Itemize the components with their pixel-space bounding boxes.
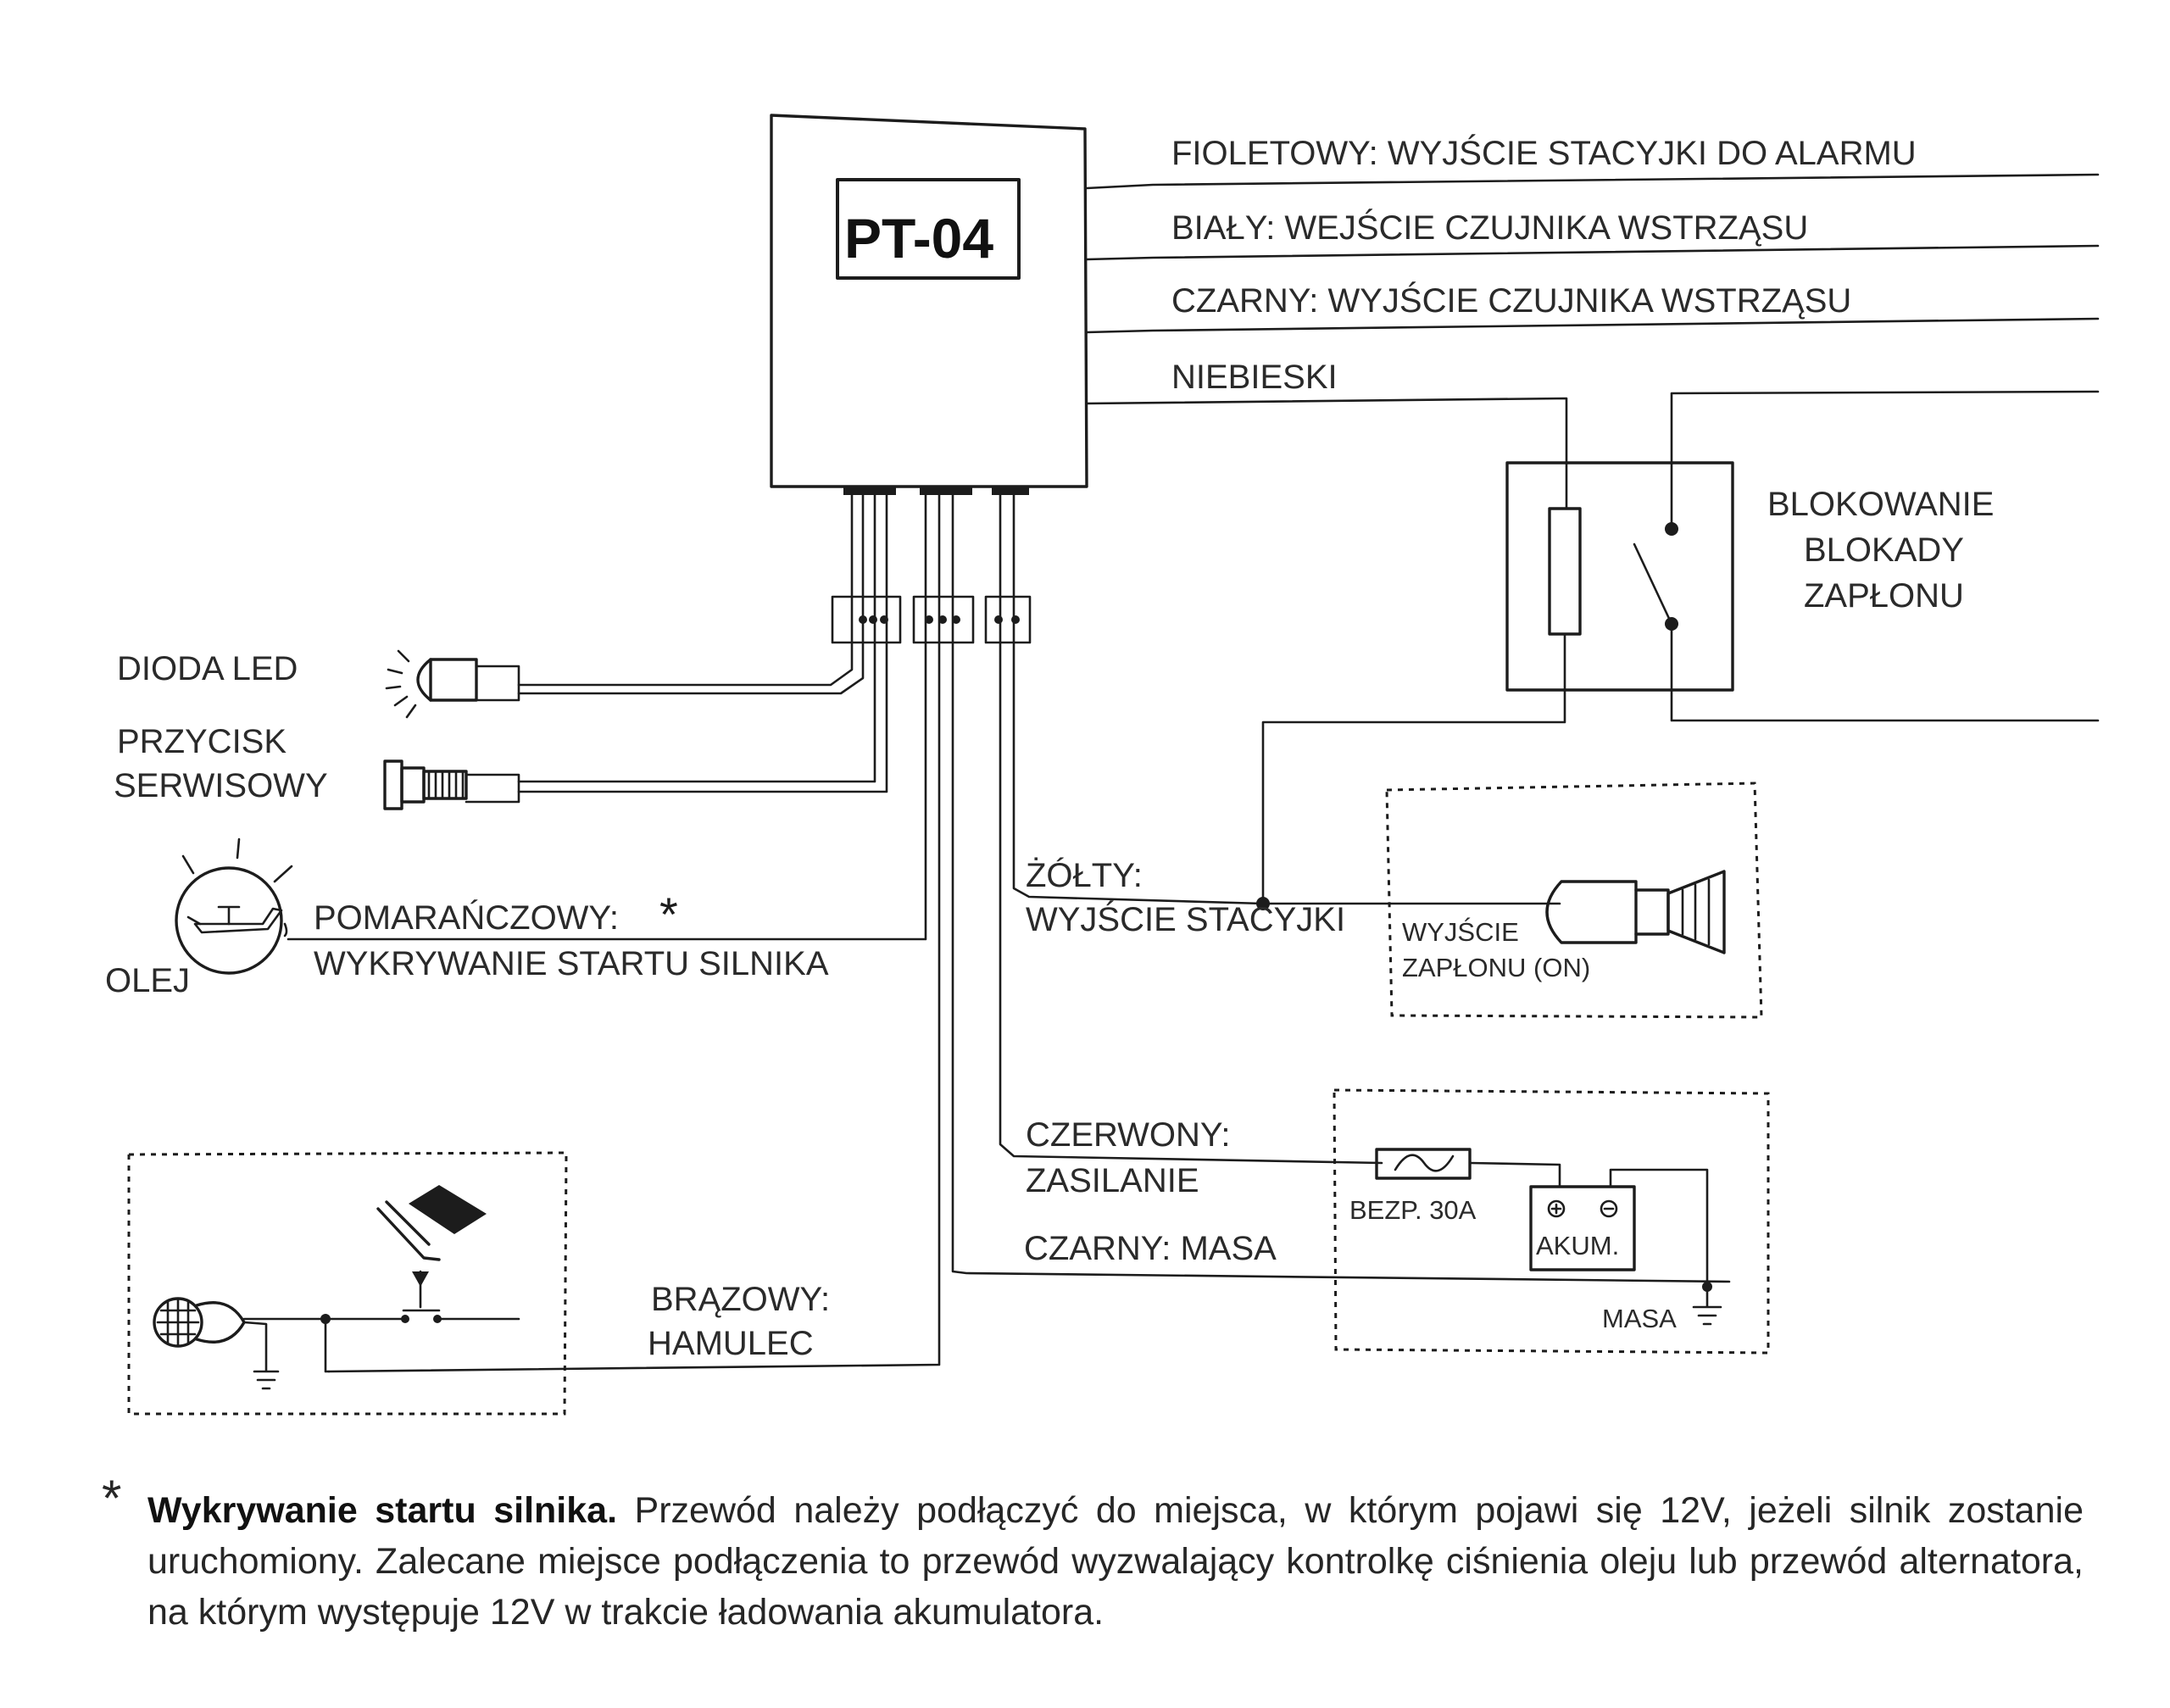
right-wires: FIOLETOWY: WYJŚCIE STACYJKI DO ALARMU BI… bbox=[1085, 133, 2100, 510]
led-icon bbox=[385, 649, 520, 719]
orange-wire-label-1: POMARAŃCZOWY: bbox=[314, 899, 619, 937]
footnote-title: Wykrywanie startu silnika. bbox=[147, 1490, 635, 1531]
battery-label: AKUM. bbox=[1536, 1231, 1619, 1260]
ignition-label-1: WYJŚCIE bbox=[1402, 916, 1519, 947]
ignition-label-2: ZAPŁONU (ON) bbox=[1402, 953, 1590, 982]
orange-wire-label-2: WYKRYWANIE STARTU SILNIKA bbox=[314, 945, 829, 982]
label-led: DIODA LED bbox=[117, 650, 298, 687]
label-button-1: PRZYCISK bbox=[117, 723, 287, 760]
red-wire-label-1: CZERWONY: bbox=[1026, 1116, 1231, 1154]
yellow-wire-label-2: WYJŚCIE STACYJKI bbox=[1026, 899, 1345, 938]
cable-bundle bbox=[287, 493, 1731, 1373]
power-box: BEZP. 30A AKUM. MASA bbox=[1333, 1088, 1770, 1355]
ground-label: MASA bbox=[1602, 1304, 1677, 1333]
yellow-wire-label-1: ŻÓŁTY: bbox=[1026, 856, 1143, 894]
label-button-2: SERWISOWY bbox=[114, 767, 328, 804]
wire-label-white: BIAŁY: WEJŚCIE CZUJNIKA WSTRZĄSU bbox=[1171, 208, 1808, 247]
wire-label-violet: FIOLETOWY: WYJŚCIE STACYJKI DO ALARMU bbox=[1171, 133, 1917, 172]
brown-wire-label-2: HAMULEC bbox=[648, 1325, 814, 1362]
oil-lamp-icon bbox=[175, 837, 293, 975]
wire-label-blue: NIEBIESKI bbox=[1171, 359, 1338, 396]
label-oil: OLEJ bbox=[105, 962, 190, 999]
relay-label-3: ZAPŁONU bbox=[1804, 577, 1964, 615]
module-name: PT-04 bbox=[844, 207, 993, 270]
footnote: * Wykrywanie startu silnika. Przewód nal… bbox=[102, 1473, 2084, 1638]
fuse-label: BEZP. 30A bbox=[1349, 1195, 1477, 1225]
wire-label-black-sensor: CZARNY: WYJŚCIE CZUJNIKA WSTRZĄSU bbox=[1171, 281, 1851, 320]
relay-label-2: BLOKADY bbox=[1804, 531, 1964, 569]
red-wire-label-2: ZASILANIE bbox=[1026, 1162, 1199, 1199]
relay-block: BLOKOWANIE BLOKADY ZAPŁONU bbox=[1261, 390, 2100, 905]
service-button-icon bbox=[383, 759, 520, 810]
orange-wire-marker: * bbox=[659, 887, 678, 941]
module-pt04: PT-04 bbox=[770, 114, 1088, 495]
brown-wire-label-1: BRĄZOWY: bbox=[651, 1281, 830, 1318]
relay-label-1: BLOKOWANIE bbox=[1767, 486, 1994, 523]
ignition-box: WYJŚCIE ZAPŁONU (ON) bbox=[1256, 782, 1763, 1019]
black-wire-label: CZARNY: MASA bbox=[1024, 1230, 1277, 1267]
footnote-body: Przewód należy podłączyć do miejsca, w k… bbox=[147, 1490, 2084, 1633]
brake-box bbox=[127, 1151, 568, 1416]
footnote-star: * bbox=[102, 1470, 122, 1527]
